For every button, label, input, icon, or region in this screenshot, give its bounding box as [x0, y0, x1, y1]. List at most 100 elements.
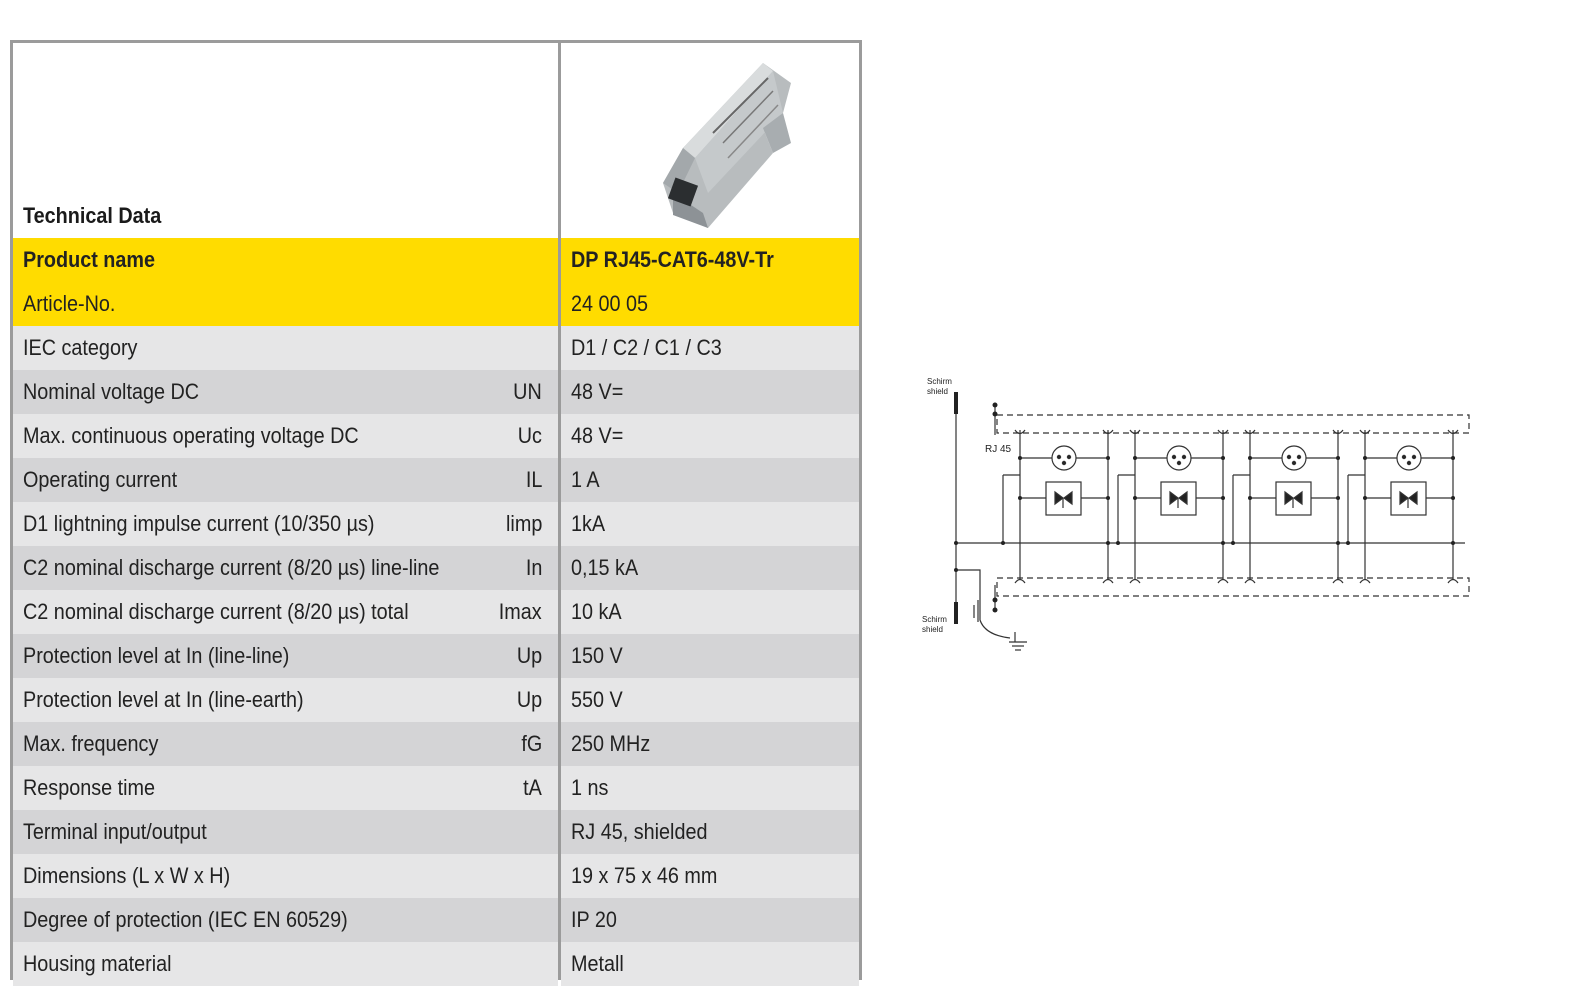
row-label: C2 nominal discharge current (8/20 µs) l…: [23, 555, 440, 580]
protection-cell: [1346, 429, 1465, 584]
technical-data-table: Technical Data Product name DP RJ45-CAT6-…: [10, 40, 862, 986]
row-label: IEC category: [23, 335, 138, 360]
table-row: D1 lightning impulse current (10/350 µs)…: [13, 502, 859, 546]
row-value: 24 00 05: [571, 291, 649, 316]
row-value: 0,15 kA: [571, 555, 639, 580]
row-value: D1 / C2 / C1 / C3: [571, 335, 722, 360]
row-value: 550 V: [571, 687, 623, 712]
table-row: Nominal voltage DC UN 48 V=: [13, 370, 859, 414]
column-divider: [558, 43, 561, 977]
row-value-cell: RJ 45, shielded: [561, 810, 859, 854]
schematic-bottom-label-1: Schirm: [922, 615, 947, 624]
row-label-cell: Max. frequency fG: [13, 722, 558, 766]
table-row: IEC category D1 / C2 / C1 / C3: [13, 326, 859, 370]
row-value: 1 ns: [571, 775, 609, 800]
row-label: Protection level at In (line-earth): [23, 687, 304, 712]
table-row: C2 nominal discharge current (8/20 µs) t…: [13, 590, 859, 634]
schematic-top-label-1: Schirm: [927, 377, 952, 386]
row-label: Degree of protection (IEC EN 60529): [23, 907, 348, 932]
row-value: 1kA: [571, 511, 606, 536]
row-value-cell: 0,15 kA: [561, 546, 859, 590]
row-value-cell: 550 V: [561, 678, 859, 722]
table-row: Operating current IL 1 A: [13, 458, 859, 502]
row-label-cell: Max. continuous operating voltage DC Uc: [13, 414, 558, 458]
row-value: IP 20: [571, 907, 617, 932]
row-value: 48 V=: [571, 379, 624, 404]
row-symbol: IL: [525, 467, 542, 492]
row-value-cell: 48 V=: [561, 414, 859, 458]
row-label: Nominal voltage DC: [23, 379, 200, 404]
table-row: Max. frequency fG 250 MHz: [13, 722, 859, 766]
table-row: Article-No. 24 00 05: [13, 282, 859, 326]
schematic-rj45-label: RJ 45: [985, 444, 1012, 455]
protection-cell: [1116, 429, 1235, 584]
row-symbol: In: [525, 555, 542, 580]
product-image: [663, 63, 791, 228]
table-row: Degree of protection (IEC EN 60529) IP 20: [13, 898, 859, 942]
row-value-cell: IP 20: [561, 898, 859, 942]
row-value: Metall: [571, 951, 624, 976]
row-value-cell: 1 A: [561, 458, 859, 502]
row-label-cell: D1 lightning impulse current (10/350 µs)…: [13, 502, 558, 546]
schematic-bottom-label-2: shield: [922, 625, 943, 634]
row-value-cell: Metall: [561, 942, 859, 986]
circuit-schematic: Schirm shield Schirm shield RJ 45: [922, 377, 1470, 651]
row-symbol: UN: [513, 379, 542, 404]
row-value: 19 x 75 x 46 mm: [571, 863, 718, 888]
row-value: DP RJ45-CAT6-48V-Tr: [571, 247, 774, 272]
row-label: D1 lightning impulse current (10/350 µs): [23, 511, 375, 536]
row-value-cell: 19 x 75 x 46 mm: [561, 854, 859, 898]
row-label: Article-No.: [23, 291, 116, 316]
table-row: Protection level at In (line-line) Up 150 …: [13, 634, 859, 678]
row-value: RJ 45, shielded: [571, 819, 708, 844]
row-label-cell: Terminal input/output: [13, 810, 558, 854]
row-value-cell: D1 / C2 / C1 / C3: [561, 326, 859, 370]
row-label: Response time: [23, 775, 156, 800]
row-label-cell: IEC category: [13, 326, 558, 370]
row-value: 150 V: [571, 643, 623, 668]
row-label: Operating current: [23, 467, 178, 492]
table-row: Protection level at In (line-earth) Up 550…: [13, 678, 859, 722]
row-label: C2 nominal discharge current (8/20 µs) t…: [23, 599, 409, 624]
table-row: C2 nominal discharge current (8/20 µs) l…: [13, 546, 859, 590]
row-value-cell: 150 V: [561, 634, 859, 678]
row-symbol: Uc: [517, 423, 542, 448]
row-label: Max. continuous operating voltage DC: [23, 423, 359, 448]
row-value: 10 kA: [571, 599, 622, 624]
table-row: Housing material Metall: [13, 942, 859, 986]
row-symbol: Up: [516, 643, 542, 668]
protection-cell: [1001, 429, 1120, 584]
row-label: Product name: [23, 247, 156, 272]
row-label-cell: Protection level at In (line-earth) Up: [13, 678, 558, 722]
row-value-cell: 24 00 05: [561, 282, 859, 326]
row-value: 1 A: [571, 467, 600, 492]
row-symbol: Up: [516, 687, 542, 712]
row-value-cell: 10 kA: [561, 590, 859, 634]
row-value-cell: 1 ns: [561, 766, 859, 810]
row-value-cell: 1kA: [561, 502, 859, 546]
row-label: Max. frequency: [23, 731, 159, 756]
schematic-top-label-2: shield: [927, 387, 948, 396]
row-symbol: Imax: [499, 599, 542, 624]
row-label: Protection level at In (line-line): [23, 643, 290, 668]
row-label-cell: Degree of protection (IEC EN 60529): [13, 898, 558, 942]
table-header: Technical Data: [13, 43, 859, 238]
row-label-cell: C2 nominal discharge current (8/20 µs) l…: [13, 546, 558, 590]
row-label-cell: Article-No.: [13, 282, 558, 326]
table-row: Product name DP RJ45-CAT6-48V-Tr: [13, 238, 859, 282]
row-value: 48 V=: [571, 423, 624, 448]
row-symbol: limp: [505, 511, 542, 536]
row-label-cell: Protection level at In (line-line) Up: [13, 634, 558, 678]
row-symbol: fG: [521, 731, 542, 756]
row-label: Housing material: [23, 951, 172, 976]
row-value-cell: 250 MHz: [561, 722, 859, 766]
row-label: Dimensions (L x W x H): [23, 863, 231, 888]
table-row: Max. continuous operating voltage DC Uc 48…: [13, 414, 859, 458]
protection-cell: [1231, 429, 1350, 584]
row-label-cell: Operating current IL: [13, 458, 558, 502]
table-row: Dimensions (L x W x H) 19 x 75 x 46 mm: [13, 854, 859, 898]
row-value: 250 MHz: [571, 731, 651, 756]
